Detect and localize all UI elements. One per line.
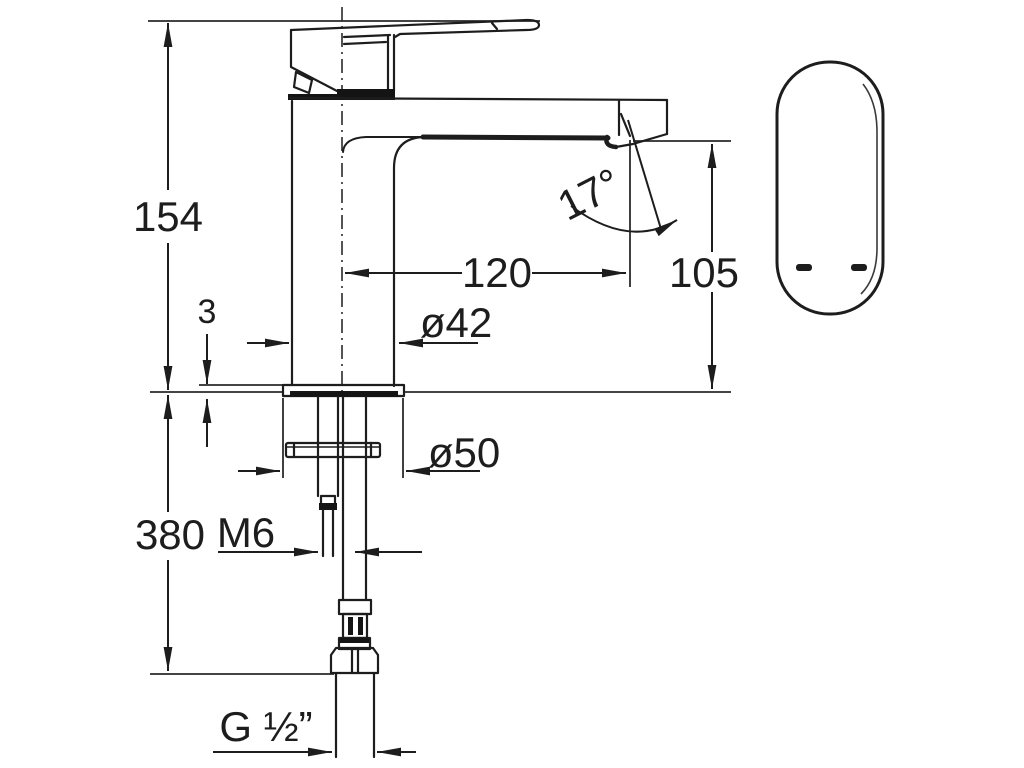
dim-m6-label: M6 [217, 509, 275, 556]
connector-upper-collar [337, 598, 373, 616]
control-body-foot [292, 70, 314, 95]
mounting-washer [284, 441, 382, 459]
spout-farside-curve [342, 136, 424, 153]
connector-slot-right [358, 617, 363, 635]
faucet-top-view [775, 60, 885, 316]
base-flange [281, 383, 406, 398]
connector-slot-left [348, 617, 353, 635]
stud-collar [319, 503, 337, 510]
indicator-dash-left [796, 264, 812, 271]
spout-top-edge [288, 96, 669, 102]
dim-380-label: 380 [135, 511, 205, 558]
indicator-dash-right [851, 264, 867, 271]
dimension-lines [163, 23, 717, 757]
column-right-edge [392, 135, 426, 388]
body-seam [288, 94, 395, 100]
body-seam-upper [337, 89, 395, 95]
hex-nut [329, 646, 380, 675]
dim-17deg-label: 17° [550, 159, 628, 230]
aerator-underside [614, 132, 669, 149]
dimension-labels: 154 3 380 120 105 ø42 ø50 M6 G ½” 17° [133, 159, 739, 750]
connector-body [341, 612, 369, 640]
control-body-left-edge [289, 28, 339, 93]
flange-gasket [290, 391, 398, 397]
spout-underside-thick [420, 134, 611, 141]
handle-lever [289, 18, 541, 39]
top-view-outline [775, 60, 885, 316]
pivot-line-lower [342, 40, 388, 46]
angle-arc [570, 205, 678, 237]
dim-g12-label: G ½” [219, 703, 312, 750]
aerator-inner-diagonal [619, 112, 632, 138]
faucet-side-view [281, 18, 669, 759]
dim-120-label: 120 [462, 249, 532, 296]
top-view-inner-edge [860, 83, 878, 295]
dim-o42-label: ø42 [420, 299, 492, 346]
handle-lever-detail-line [490, 21, 499, 31]
pivot-line-upper [342, 33, 392, 39]
extension-lines [148, 20, 731, 675]
dim-154-label: 154 [133, 193, 203, 240]
aerator-outlet [604, 134, 619, 150]
connector-lower-band [340, 638, 369, 643]
dim-105-label: 105 [669, 249, 739, 296]
dim-o50-label: ø50 [428, 429, 500, 476]
dim-3-label: 3 [198, 293, 217, 331]
dim-angle-17 [570, 119, 678, 237]
angle-slant-line [627, 119, 662, 230]
